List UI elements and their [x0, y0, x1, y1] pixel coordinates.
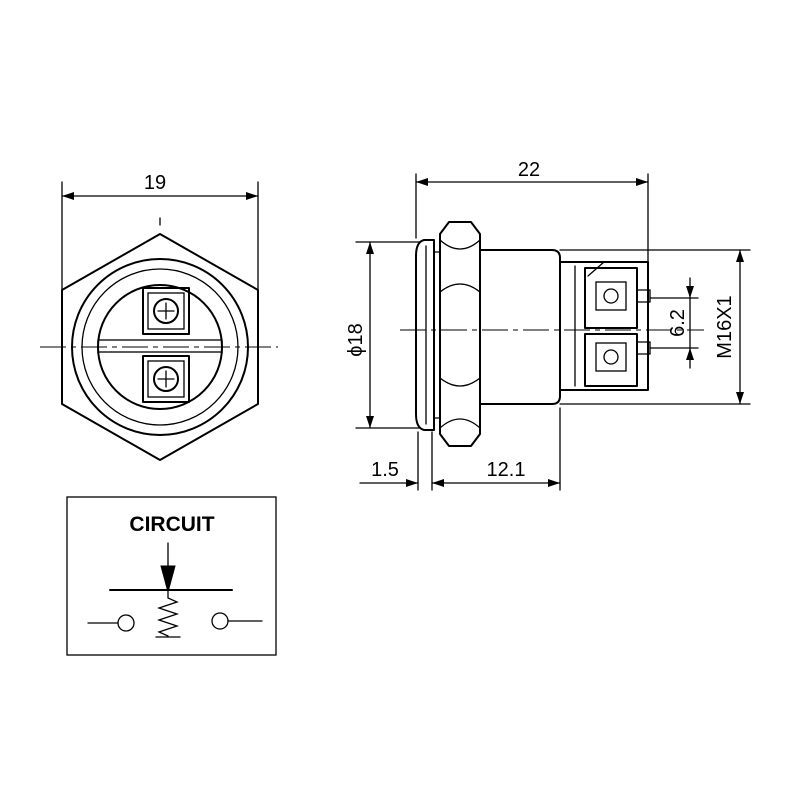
screw-cross-slot-icon — [157, 302, 175, 320]
terminal-top — [142, 287, 190, 335]
side-terminal-top-notch — [636, 289, 651, 303]
length-dimension-label: 22 — [518, 159, 540, 181]
threaded-body — [479, 249, 561, 405]
terminal-bottom-plate — [147, 360, 185, 398]
actuator-arrow-head-icon — [160, 565, 176, 594]
side-terminal-top-tab — [584, 267, 638, 329]
nut-face-edge-lower — [439, 377, 481, 387]
nut-face-edge-upper — [439, 283, 481, 293]
diameter-dimension-label: ϕ18 — [345, 323, 367, 356]
circuit-diagram: CIRCUIT — [66, 496, 277, 656]
body-dimension-label: 12.1 — [487, 459, 526, 481]
screw-head-icon — [603, 288, 619, 304]
screw-head-icon — [603, 349, 619, 365]
side-terminal-top-screw — [595, 281, 627, 311]
side-terminal-bottom-screw — [595, 342, 627, 372]
circuit-title: CIRCUIT — [129, 513, 214, 536]
return-spring-icon — [156, 591, 180, 637]
front-view: 19 — [40, 172, 278, 461]
thread-dimension-label: M16X1 — [714, 295, 736, 358]
flange-dimension-label: 1.5 — [371, 459, 399, 481]
screw-cross-slot-icon — [157, 370, 175, 388]
side-view: 22 ϕ18 — [345, 159, 751, 491]
screw-head-icon — [153, 298, 179, 324]
terminal-top-plate — [147, 292, 185, 330]
pitch-dimension-label: 6.2 — [667, 309, 689, 337]
side-terminal-bottom — [584, 333, 651, 387]
side-terminal-top — [584, 267, 651, 329]
terminal-bottom — [142, 355, 190, 403]
width-dimension-label: 19 — [144, 172, 166, 194]
circuit-frame — [66, 496, 277, 656]
hex-nut-side — [439, 221, 481, 447]
bezel-flange — [415, 239, 435, 431]
terminal-divider-plate — [97, 339, 223, 353]
nut-bottom-chamfer — [439, 418, 481, 429]
terminal-top-frame — [142, 287, 190, 335]
nut-top-chamfer — [439, 239, 481, 250]
terminal-bottom-frame — [142, 355, 190, 403]
hex-nut-outline — [61, 233, 259, 461]
screw-head-icon — [153, 366, 179, 392]
side-terminal-bottom-tab — [584, 333, 638, 387]
contact-terminal-left — [117, 614, 135, 632]
contact-terminal-right — [211, 612, 229, 630]
